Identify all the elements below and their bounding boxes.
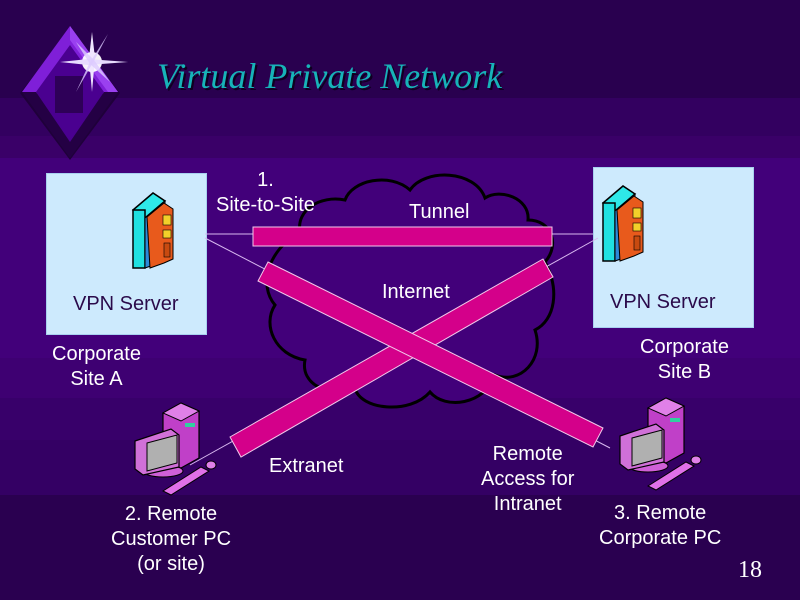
- background-band: [0, 136, 800, 158]
- internet-label: Internet: [382, 281, 450, 303]
- site-b-label: Corporate Site B: [640, 335, 729, 385]
- site-b-server-label: VPN Server: [610, 291, 716, 313]
- background-band: [0, 495, 800, 600]
- site-to-site-label: 1. Site-to-Site: [216, 168, 315, 218]
- background-band: [0, 98, 800, 136]
- sparkle-icon: [60, 32, 128, 92]
- extranet-label: Extranet: [269, 455, 344, 477]
- slide-number: 18: [738, 557, 762, 583]
- remote-access-tunnel: [257, 261, 604, 448]
- remote-customer-label-line1: 2. Remote: [124, 503, 218, 525]
- server-tower-icon: [131, 192, 174, 269]
- site-to-site-tunnel: [252, 226, 553, 247]
- remote-corporate-label-line2: Corporate PC: [599, 527, 722, 549]
- remote-access-label-line1: Remote: [492, 443, 563, 465]
- remote-customer-label-line3: (or site): [137, 553, 205, 575]
- site-a-label: Corporate Site A: [52, 342, 141, 392]
- site-a-label-line1: Corporate: [52, 343, 141, 365]
- server-tower-icon: [601, 185, 644, 262]
- site-b-label-line2: Site B: [657, 361, 712, 383]
- remote-customer-label: 2. Remote Customer PC (or site): [111, 502, 231, 577]
- page-title: Virtual Private Network: [157, 56, 503, 96]
- remote-customer-label-line2: Customer PC: [111, 528, 232, 550]
- site-to-site-label-line2: Site-to-Site: [216, 194, 315, 216]
- tunnel-label: Tunnel: [409, 201, 470, 223]
- background-band: [0, 0, 800, 98]
- remote-access-label-line2: Access for: [481, 468, 575, 490]
- site-a-label-line2: Site A: [70, 368, 123, 390]
- desktop-pc-icon: [134, 402, 217, 496]
- desktop-pc-icon: [619, 397, 702, 491]
- site-to-site-label-line1: 1.: [257, 169, 274, 191]
- site-b-label-line1: Corporate: [640, 336, 729, 358]
- remote-access-label-line3: Intranet: [493, 493, 562, 515]
- remote-access-label: Remote Access for Intranet: [481, 442, 574, 517]
- extranet-tunnel: [229, 258, 554, 458]
- remote-corporate-label: 3. Remote Corporate PC: [599, 501, 721, 551]
- site-a-box: [46, 173, 207, 335]
- site-a-server-label: VPN Server: [73, 293, 179, 315]
- remote-corporate-label-line1: 3. Remote: [614, 502, 707, 524]
